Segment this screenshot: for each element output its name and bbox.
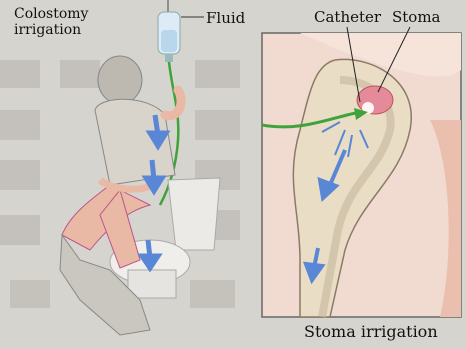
stoma-irrigation-caption: Stoma irrigation — [304, 322, 438, 341]
fluid-label: Fluid — [206, 9, 245, 27]
colostomy-label-line2: irrigation — [14, 22, 88, 38]
colostomy-label-line1: Colostomy — [14, 6, 88, 22]
stoma-label: Stoma — [392, 8, 441, 26]
catheter-label: Catheter — [314, 8, 381, 26]
stoma-inset — [262, 27, 461, 317]
colostomy-irrigation-label: Colostomy irrigation — [14, 6, 88, 38]
